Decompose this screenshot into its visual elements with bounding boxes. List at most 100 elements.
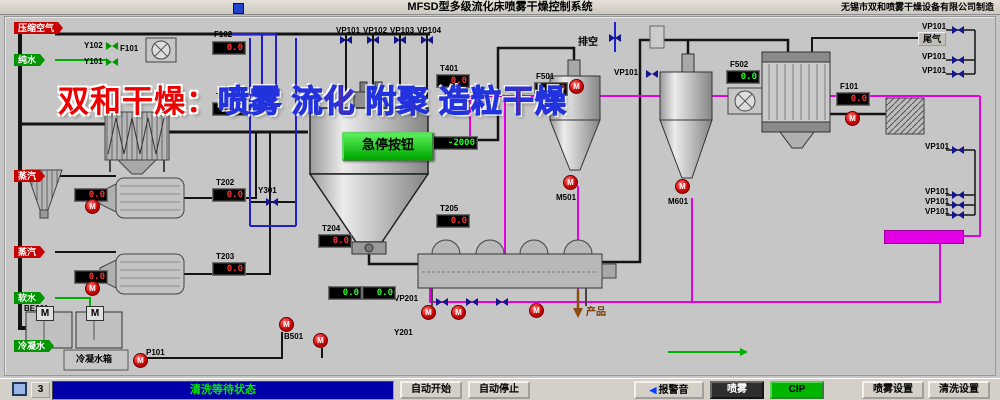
- instrument-tag-label: F102: [214, 30, 233, 39]
- valve-icon[interactable]: [466, 298, 478, 307]
- instrument-tag-label: 排空: [578, 37, 598, 48]
- value-display: 0.0: [534, 82, 568, 96]
- fluid-bed-dryer: [417, 239, 617, 306]
- pipe-source-tag: 蒸汽: [14, 170, 46, 182]
- instrument-tag-label: F501: [536, 72, 555, 81]
- auto-stop-button[interactable]: 自动停止: [468, 381, 530, 399]
- value-display: 0.0: [212, 262, 246, 276]
- instrument-tag-label: M601: [668, 197, 689, 206]
- motor-indicator[interactable]: M: [451, 305, 466, 320]
- valve-icon[interactable]: [266, 198, 278, 207]
- agitator-motor: M: [36, 306, 54, 321]
- emergency-stop-button[interactable]: 急停按钮: [342, 132, 434, 161]
- instrument-tag-label: F502: [730, 60, 749, 69]
- vent-vessel: [649, 25, 665, 49]
- instrument-tag-label: T201: [216, 92, 235, 101]
- motor-indicator[interactable]: M: [845, 111, 860, 126]
- motor-indicator[interactable]: M: [569, 79, 584, 94]
- instrument-tag-label: T202: [216, 178, 235, 187]
- value-display: 0.0: [436, 74, 470, 88]
- valve-icon[interactable]: [952, 201, 964, 210]
- cyclone-1: [549, 59, 601, 171]
- valve-icon[interactable]: [421, 36, 433, 45]
- motor-indicator[interactable]: M: [85, 281, 100, 296]
- motor-indicator[interactable]: M: [133, 353, 148, 368]
- button-label: 报警音: [658, 385, 689, 396]
- value-display: 0.0: [318, 234, 352, 248]
- valve-icon[interactable]: [340, 36, 352, 45]
- system-icon: [12, 382, 27, 396]
- instrument-tag-label: Y102: [84, 41, 103, 50]
- valve-icon[interactable]: [952, 56, 964, 65]
- motor-indicator[interactable]: M: [421, 305, 436, 320]
- speaker-icon: ◀: [649, 385, 657, 395]
- valve-icon[interactable]: [952, 191, 964, 200]
- valve-icon[interactable]: [496, 298, 508, 307]
- spray-chamber: [308, 81, 430, 255]
- bag-filter: [104, 111, 170, 175]
- instrument-tag-label: VP101: [925, 197, 950, 206]
- value-display: 0.0: [212, 41, 246, 55]
- instrument-tag-label: 冷凝水箱: [76, 354, 113, 364]
- valve-icon[interactable]: [952, 26, 964, 35]
- instrument-tag-label: VP101: [336, 26, 361, 35]
- valve-icon[interactable]: [106, 42, 118, 51]
- motor-indicator[interactable]: M: [529, 303, 544, 318]
- page-indicator: 3: [31, 382, 50, 398]
- steam-heater-1: [99, 177, 185, 219]
- cip-line-label-box: [884, 230, 964, 244]
- valve-icon[interactable]: [436, 298, 448, 307]
- value-display: 0.0: [726, 70, 760, 84]
- valve-icon[interactable]: [952, 146, 964, 155]
- instrument-tag-label: VP101: [925, 187, 950, 196]
- mute-alarm-button[interactable]: ◀报警音: [634, 381, 704, 399]
- pipe-network-cip-magenta: [429, 78, 981, 303]
- condensate-tank: [63, 349, 129, 371]
- motor-indicator[interactable]: M: [313, 333, 328, 348]
- instrument-tag-label: T205: [440, 204, 459, 213]
- spray-button[interactable]: 喷雾: [710, 381, 764, 399]
- valve-icon[interactable]: [394, 36, 406, 45]
- status-message: 清洗等待状态: [52, 381, 394, 400]
- auto-start-button[interactable]: 自动开始: [400, 381, 462, 399]
- instrument-tag-label: VP103: [390, 26, 415, 35]
- page-title: MFSD型多级流化床喷雾干燥控制系统: [407, 1, 593, 13]
- valve-icon[interactable]: [367, 36, 379, 45]
- value-display: 0.0: [212, 188, 246, 202]
- spray-settings-button[interactable]: 喷雾设置: [862, 381, 924, 399]
- valve-icon[interactable]: [609, 34, 621, 43]
- valve-icon[interactable]: [106, 58, 118, 67]
- fan-f101: [145, 37, 177, 63]
- value-display: 0.0: [436, 214, 470, 228]
- motor-indicator[interactable]: M: [279, 317, 294, 332]
- value-display: 0.0: [212, 102, 246, 116]
- instrument-tag-label: T204: [322, 224, 341, 233]
- motor-indicator[interactable]: M: [85, 199, 100, 214]
- cip-button[interactable]: CIP: [770, 381, 824, 399]
- valve-icon[interactable]: [952, 211, 964, 220]
- instrument-tag-label: T203: [216, 252, 235, 261]
- motor-indicator[interactable]: M: [675, 179, 690, 194]
- instrument-tag-label: VP102: [363, 26, 388, 35]
- agitator-motor: M: [86, 306, 104, 321]
- pipe-source-tag: 蒸汽: [14, 246, 46, 258]
- title-bar: MFSD型多级流化床喷雾干燥控制系统 无锡市双和喷雾干燥设备有限公司制造: [0, 0, 1000, 15]
- pipe-source-tag: 冷凝水: [14, 340, 55, 352]
- instrument-tag-label: 产品: [586, 307, 606, 318]
- motor-indicator[interactable]: M: [563, 175, 578, 190]
- valve-icon[interactable]: [646, 70, 658, 79]
- button-label: 喷雾设置: [873, 384, 913, 395]
- value-display: -2000: [430, 136, 478, 150]
- instrument-tag-label: M501: [556, 193, 577, 202]
- steam-heater-2: [99, 253, 185, 295]
- pipe-source-tag: 压缩空气: [14, 22, 64, 34]
- clean-settings-button[interactable]: 清洗设置: [928, 381, 990, 399]
- valve-icon[interactable]: [952, 70, 964, 79]
- silencer: [885, 97, 925, 135]
- button-label: 自动开始: [411, 384, 451, 395]
- instrument-tag-label: Y301: [258, 186, 277, 195]
- product-arrow: [573, 290, 583, 318]
- value-display: 0.0: [836, 92, 870, 106]
